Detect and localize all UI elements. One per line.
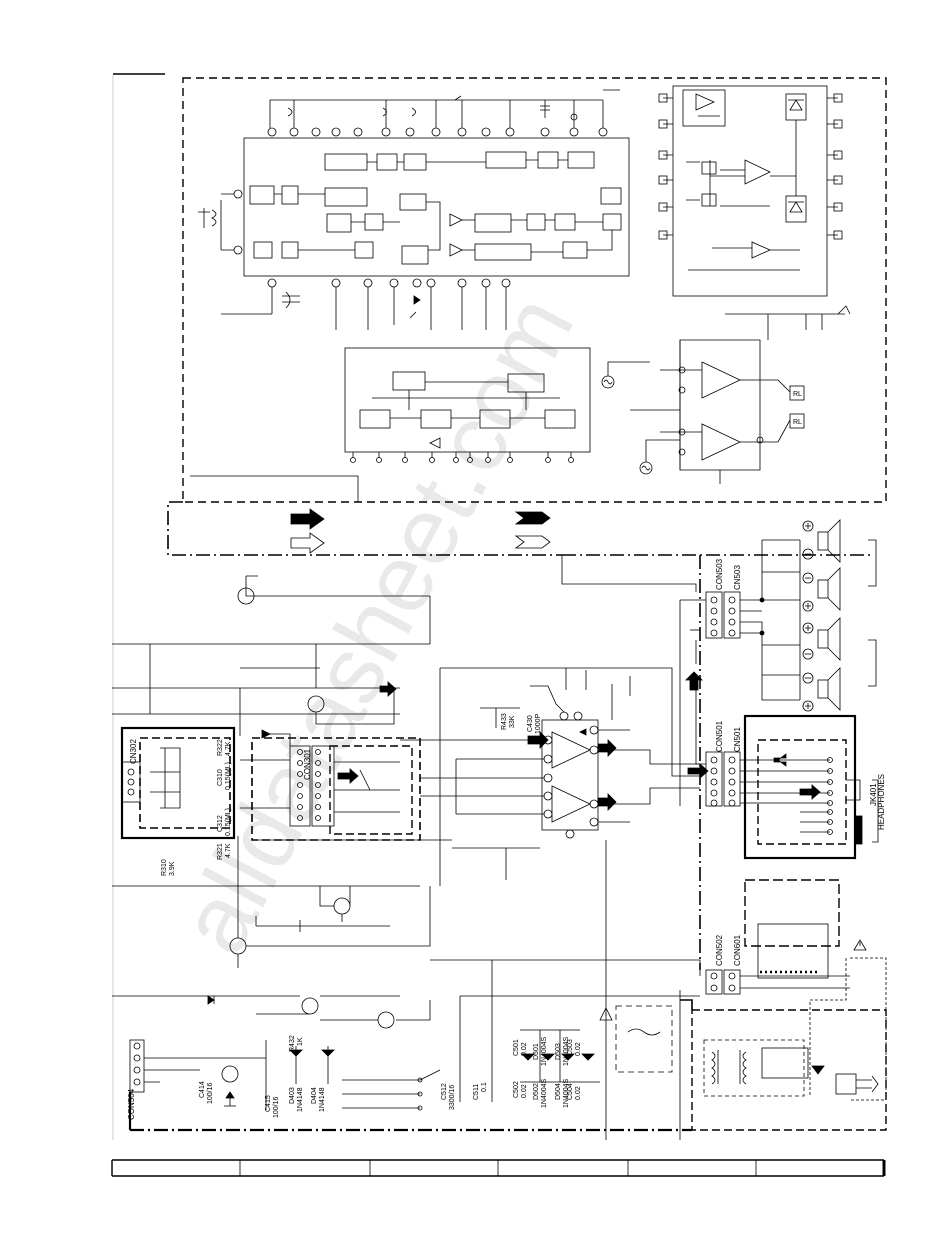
component-ref: D503 bbox=[555, 1043, 562, 1060]
speaker-output bbox=[561, 519, 877, 806]
relay-label: RL bbox=[793, 419, 802, 426]
component-ref: D504 bbox=[555, 1083, 562, 1100]
opamp-module bbox=[658, 85, 843, 297]
component-ref: C502 bbox=[513, 1081, 520, 1098]
connector-cn503: CN503 bbox=[733, 565, 742, 590]
component-value: 1N4148 bbox=[297, 1087, 304, 1112]
jack-ref: JK401 bbox=[869, 783, 878, 806]
connector-cn302: CN302 bbox=[129, 739, 138, 764]
regulator-section bbox=[128, 995, 692, 1132]
component-value: 0.1 bbox=[481, 1082, 488, 1092]
component-ref: R310 bbox=[161, 859, 168, 876]
connector-con504: CON504 bbox=[127, 1088, 136, 1120]
component-value: 1K bbox=[297, 1037, 304, 1046]
bus-lines bbox=[680, 555, 701, 1010]
component-ref: C512 bbox=[441, 1083, 448, 1100]
component-value: 0.15(ML) bbox=[225, 762, 232, 790]
component-ref: R433 bbox=[501, 713, 508, 730]
component-value: 3300/16 bbox=[449, 1085, 456, 1110]
component-value: 0.02 bbox=[575, 1042, 582, 1056]
component-ref: C503 bbox=[567, 1039, 574, 1056]
component-ref: D404 bbox=[311, 1087, 318, 1104]
preamp-section bbox=[112, 74, 540, 1140]
connector-cn501: CN501 bbox=[733, 727, 742, 752]
component-value: 100/16 bbox=[273, 1096, 280, 1118]
component-value: 0.02 bbox=[575, 1086, 582, 1100]
component-value: 1N4004S bbox=[541, 1036, 548, 1066]
component-value: 3.9K bbox=[169, 861, 176, 876]
component-value: 33K bbox=[509, 715, 516, 728]
headphone-section bbox=[687, 714, 879, 860]
power-supply bbox=[430, 879, 887, 1140]
jack-label: HEADPHONES bbox=[877, 774, 886, 830]
watermark-text: alldatasheet.com bbox=[159, 279, 594, 970]
component-ref: C415 bbox=[265, 1095, 272, 1112]
component-value: 1N4148 bbox=[319, 1087, 326, 1112]
component-ref: C430 bbox=[527, 715, 534, 732]
component-ref: C511 bbox=[473, 1084, 480, 1100]
signal-legend bbox=[290, 508, 551, 554]
component-ref: C414 bbox=[199, 1081, 206, 1098]
component-value: 0.02 bbox=[521, 1042, 528, 1056]
component-ref: C312 bbox=[217, 815, 224, 832]
title-strip bbox=[111, 1159, 886, 1177]
power-amplifier bbox=[601, 305, 851, 484]
component-value: 0.02 bbox=[521, 1084, 528, 1098]
connector-con502: CON502 bbox=[715, 934, 724, 966]
component-value: 4.7K bbox=[225, 843, 232, 858]
component-value: 1N4004S bbox=[541, 1078, 548, 1108]
component-value: 1N4004S bbox=[563, 1078, 570, 1108]
connector-con601: CON601 bbox=[733, 934, 742, 966]
component-ref: C310 bbox=[217, 769, 224, 786]
component-ref: R321 bbox=[217, 843, 224, 860]
component-value: 1000P bbox=[535, 713, 542, 734]
component-ref: D501 bbox=[533, 1043, 540, 1060]
component-ref: C504 bbox=[567, 1083, 574, 1100]
connector-con301: CON301 bbox=[303, 748, 312, 780]
relay-label: RL bbox=[793, 391, 802, 398]
component-value: 1N4004S bbox=[563, 1036, 570, 1066]
component-value: 4.7K bbox=[225, 741, 232, 756]
connector-con501: CON501 bbox=[715, 720, 724, 752]
top-dashed-boundary bbox=[113, 73, 887, 556]
component-value: 100/16 bbox=[207, 1082, 214, 1104]
component-value: 0.15(ML) bbox=[225, 808, 232, 836]
component-ref: C501 bbox=[513, 1039, 520, 1056]
component-ref: R432 bbox=[289, 1035, 296, 1052]
sub-ic-block bbox=[190, 347, 591, 502]
tuner-ic-block bbox=[198, 89, 630, 330]
connector-con503: CON503 bbox=[715, 558, 724, 590]
component-ref: D403 bbox=[289, 1087, 296, 1104]
component-ref: R322 bbox=[217, 739, 224, 756]
component-ref: D502 bbox=[533, 1083, 540, 1100]
main-amp-ic bbox=[400, 667, 700, 1140]
